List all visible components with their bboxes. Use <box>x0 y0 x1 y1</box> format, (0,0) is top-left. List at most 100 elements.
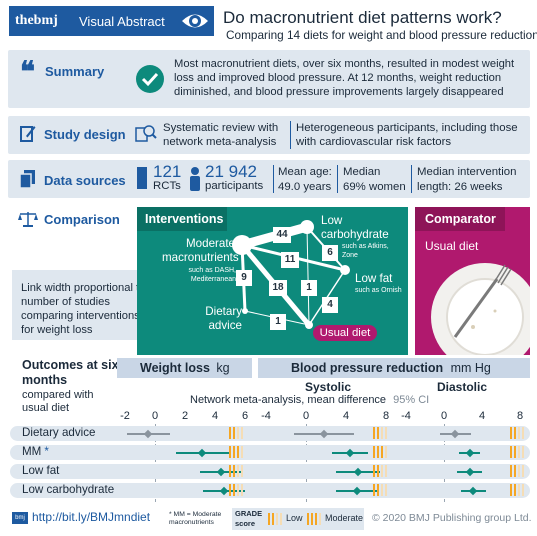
table-row <box>10 464 530 479</box>
grade-score-w <box>229 446 243 458</box>
usual-diet-pill: Usual diet <box>313 325 377 341</box>
link-label-lc-ud: 1 <box>301 280 317 296</box>
weight-header <box>117 358 252 378</box>
ci-label: 95% CI <box>393 394 430 406</box>
interventions-title <box>137 207 227 231</box>
grade-score: score <box>235 519 256 528</box>
outcomes-sub: compared with usual diet <box>22 389 94 414</box>
row-name: Low carbohydrate <box>22 483 115 496</box>
row-flag: * <box>44 445 49 458</box>
people-icon <box>190 167 200 191</box>
tick-label-d: 8 <box>516 410 524 422</box>
link-label-lc-lf: 6 <box>322 245 338 261</box>
grade-score-d <box>510 446 524 458</box>
node-label-lc: Low carbohydrate <box>321 214 389 241</box>
tick-label-w: 0 <box>151 410 159 422</box>
tick-label-s: 0 <box>302 410 310 422</box>
grade-key <box>232 508 364 530</box>
node-lf <box>340 265 350 275</box>
grade-score-d <box>510 427 524 439</box>
length-value: length: 26 weeks <box>417 181 503 193</box>
node-sublabel-mm: such as DASH, Mediterranean <box>188 267 236 283</box>
comparator-title: Comparator <box>425 212 496 226</box>
header-tag: Visual Abstract <box>79 14 165 29</box>
tick-label-w: 2 <box>181 410 189 422</box>
grade-mod-key <box>307 513 321 525</box>
grade-score-s <box>373 484 387 496</box>
plate-icon <box>431 263 530 355</box>
comparison-label: Comparison <box>44 212 120 227</box>
comparator-panel: Comparator Usual diet <box>415 207 530 355</box>
grade-score-d <box>510 484 524 496</box>
link-label-mm-da: 9 <box>236 270 252 286</box>
node-label-lf: Low fat <box>355 272 393 285</box>
row-label: Dietary advice <box>22 426 95 439</box>
grade-score-s <box>373 446 387 458</box>
grade-label: GRADE <box>235 509 263 518</box>
design-label: Study design <box>44 127 126 142</box>
documents-icon <box>19 170 35 189</box>
table-row <box>10 426 530 441</box>
link-label-lf-ud: 4 <box>322 297 338 313</box>
weight-title-text: Weight loss <box>140 361 210 375</box>
grade-score-s <box>373 427 387 439</box>
link-lc-ud <box>306 226 310 326</box>
check-circle-icon <box>136 65 164 93</box>
node-mm <box>232 235 252 255</box>
age-label: Mean age: <box>278 166 332 178</box>
outcomes-label: Outcomes at six months <box>22 358 119 387</box>
quote-icon: ❝ <box>20 57 36 88</box>
table-row <box>10 445 530 460</box>
comparator-title-bar <box>415 207 505 231</box>
row-name: MM <box>22 445 42 458</box>
participants-value: 21 942 <box>205 162 257 181</box>
sources-panel <box>8 160 530 198</box>
row-name: Dietary advice <box>22 426 96 439</box>
age-value: 49.0 years <box>278 181 332 193</box>
weight-unit: kg <box>216 361 230 375</box>
summary-panel <box>8 50 530 108</box>
tick-label-d: -4 <box>401 410 411 422</box>
grade-score-w <box>229 427 243 439</box>
grade-score-w <box>229 484 243 496</box>
comparison-note-box <box>12 270 152 340</box>
grade-score-d <box>510 465 524 477</box>
link-label-da-ud: 1 <box>270 314 286 330</box>
summary-text: Most macronutrient diets, over six month… <box>174 58 515 98</box>
design-participants: Heterogeneous participants, including th… <box>296 122 518 148</box>
zero-line-s <box>306 424 307 502</box>
rcts-unit: RCTs <box>153 180 181 192</box>
weight-title: Weight loss kg <box>140 361 230 375</box>
node-sublabel-lc: such as Atkins, Zone <box>342 243 389 259</box>
comparator-value: Usual diet <box>425 239 479 253</box>
link-label-mm-lf: 11 <box>281 252 299 268</box>
grade-mod-text: Moderate <box>325 513 364 523</box>
node-sublabel-lf: such as Ornish <box>355 287 402 294</box>
tick-label-d: 4 <box>478 410 486 422</box>
grade-low-key <box>268 513 282 525</box>
tick-label-s: 4 <box>342 410 350 422</box>
bp-title-text: Blood pressure reduction <box>291 361 444 375</box>
header-brand-box: thebmj Visual Abstract <box>9 6 214 36</box>
comparison-note: Link width proportional to number of stu… <box>21 282 146 336</box>
sources-label: Data sources <box>44 173 126 188</box>
node-label-mm: Moderate macronutrients <box>162 237 239 264</box>
summary-label: Summary <box>45 64 105 79</box>
footer-mm-note: * MM = Moderate macronutrients <box>169 511 222 526</box>
design-method: Systematic review with network meta-anal… <box>163 122 279 148</box>
pencil-icon <box>20 126 36 142</box>
copyright: © 2020 BMJ Publishing group Ltd. <box>372 512 532 524</box>
tick-label-s: 8 <box>382 410 390 422</box>
systolic-label: Systolic <box>304 380 352 394</box>
bp-unit: mm Hg <box>450 361 491 375</box>
bp-title: Blood pressure reduction mm Hg <box>291 361 491 375</box>
women-value: 69% women <box>343 181 406 193</box>
zero-line-w <box>155 424 156 502</box>
bmj-logo: thebmj <box>15 13 58 28</box>
node-lc <box>300 220 314 234</box>
rcts-value: 121 <box>153 162 182 181</box>
footer-link[interactable]: http://bit.ly/BMJmndiet <box>32 510 151 524</box>
diastolic-label: Diastolic <box>436 380 487 394</box>
scales-icon <box>18 212 38 227</box>
